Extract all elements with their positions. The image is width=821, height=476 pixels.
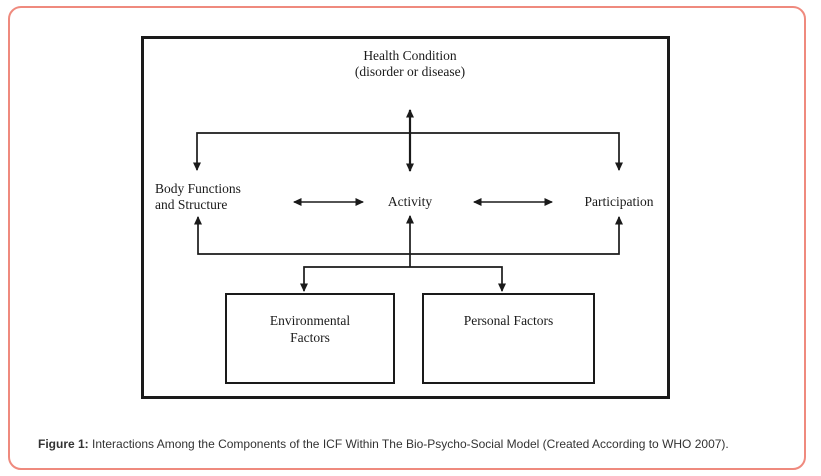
body-functions-line2: and Structure [155, 196, 228, 212]
diagram-arrows-graphic [141, 36, 670, 399]
environmental-factors-box: Environmental Factors [225, 293, 395, 384]
arrow-factor-boxes [300, 266, 506, 292]
arrow-bottom-bracket [194, 216, 623, 255]
figure-caption-label: Figure 1: [38, 437, 89, 451]
icf-model-diagram: Health Condition (disorder or disease) B… [141, 36, 670, 399]
health-condition-line2: (disorder or disease) [354, 63, 466, 79]
participation-label: Participation [584, 194, 654, 209]
health-condition-line1: Health Condition [363, 48, 457, 63]
figure-frame: Health Condition (disorder or disease) B… [8, 6, 806, 470]
body-functions-line1: Body Functions [155, 181, 241, 196]
personal-factors-box: Personal Factors [422, 293, 595, 384]
health-condition-label: Health Condition (disorder or disease) [293, 48, 527, 79]
activity-label: Activity [387, 194, 433, 209]
environmental-factors-line2: Factors [290, 330, 330, 345]
figure-caption: Figure 1: Interactions Among the Compone… [38, 437, 800, 452]
body-functions-label: Body Functions and Structure [155, 181, 275, 212]
figure-caption-text: Interactions Among the Components of the… [88, 437, 729, 451]
figure-border [141, 36, 670, 399]
environmental-factors-line1: Environmental [269, 313, 351, 328]
arrow-top-bracket [193, 132, 623, 171]
personal-factors-label: Personal Factors [463, 313, 554, 328]
